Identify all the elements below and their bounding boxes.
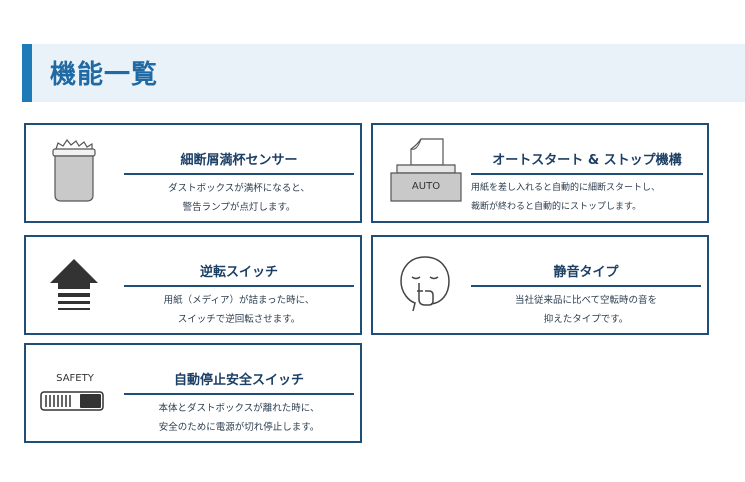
card-description: 当社従来品に比べて空転時の音を 抑えたタイプです。: [471, 291, 701, 329]
description-line: 当社従来品に比べて空転時の音を: [514, 295, 658, 306]
feature-card-auto-start-stop: AUTO オートスタート & ストップ機構 用紙を差し入れると自動的に細断スター…: [371, 123, 709, 223]
card-description: 用紙を差し入れると自動的に細断スタートし、 裁断が終わると自動的にストップします…: [471, 179, 703, 217]
description-line: 用紙（メディア）が詰まった時に、: [163, 295, 315, 306]
card-title: 細断屑満杯センサー: [180, 153, 298, 168]
feature-card-safety-switch: SAFETY 自動停止安全スイッチ 本体とダストボックスが離れた時に、 安全のた…: [24, 343, 362, 443]
card-title: オートスタート & ストップ機構: [492, 153, 682, 168]
shredder-paper-icon: [390, 138, 462, 202]
feature-card-dust-sensor: 細断屑満杯センサー ダストボックスが満杯になると、 警告ランプが点灯します。: [24, 123, 362, 223]
card-title-underline: [124, 285, 354, 287]
safety-switch-icon: [40, 391, 104, 411]
page-title: 機能一覧: [50, 60, 159, 90]
card-description: 本体とダストボックスが離れた時に、 安全のために電源が切れ停止します。: [124, 399, 354, 437]
section-header: 機能一覧: [22, 44, 745, 102]
card-description: ダストボックスが満杯になると、 警告ランプが点灯します。: [124, 179, 354, 217]
description-line: 安全のために電源が切れ停止します。: [158, 422, 320, 433]
safety-label: SAFETY: [56, 373, 94, 384]
card-title: 自動停止安全スイッチ: [173, 373, 304, 388]
description-line: 本体とダストボックスが離れた時に、: [158, 403, 320, 414]
card-title-underline: [124, 173, 354, 175]
feature-card-quiet-type: 静音タイプ 当社従来品に比べて空転時の音を 抑えたタイプです。: [371, 235, 709, 335]
card-title: 静音タイプ: [553, 265, 619, 280]
card-title-underline: [124, 393, 354, 395]
description-line: 抑えたタイプです。: [543, 314, 629, 325]
header-accent-bar: [22, 44, 32, 102]
card-description: 用紙（メディア）が詰まった時に、 スイッチで逆回転させます。: [124, 291, 354, 329]
reverse-arrow-icon: [50, 259, 98, 310]
card-title-underline: [471, 173, 703, 175]
description-line: 裁断が終わると自動的にストップします。: [471, 202, 642, 212]
auto-label: AUTO: [411, 181, 441, 192]
feature-card-reverse-switch: 逆転スイッチ 用紙（メディア）が詰まった時に、 スイッチで逆回転させます。: [24, 235, 362, 335]
description-line: スイッチで逆回転させます。: [177, 314, 301, 325]
quiet-face-icon: [400, 256, 450, 312]
description-line: 警告ランプが点灯します。: [182, 202, 296, 213]
card-title-underline: [471, 285, 701, 287]
card-title: 逆転スイッチ: [199, 265, 278, 280]
description-line: 用紙を差し入れると自動的に細断スタートし、: [471, 183, 661, 193]
description-line: ダストボックスが満杯になると、: [168, 183, 310, 194]
trash-bin-icon: [52, 139, 96, 202]
